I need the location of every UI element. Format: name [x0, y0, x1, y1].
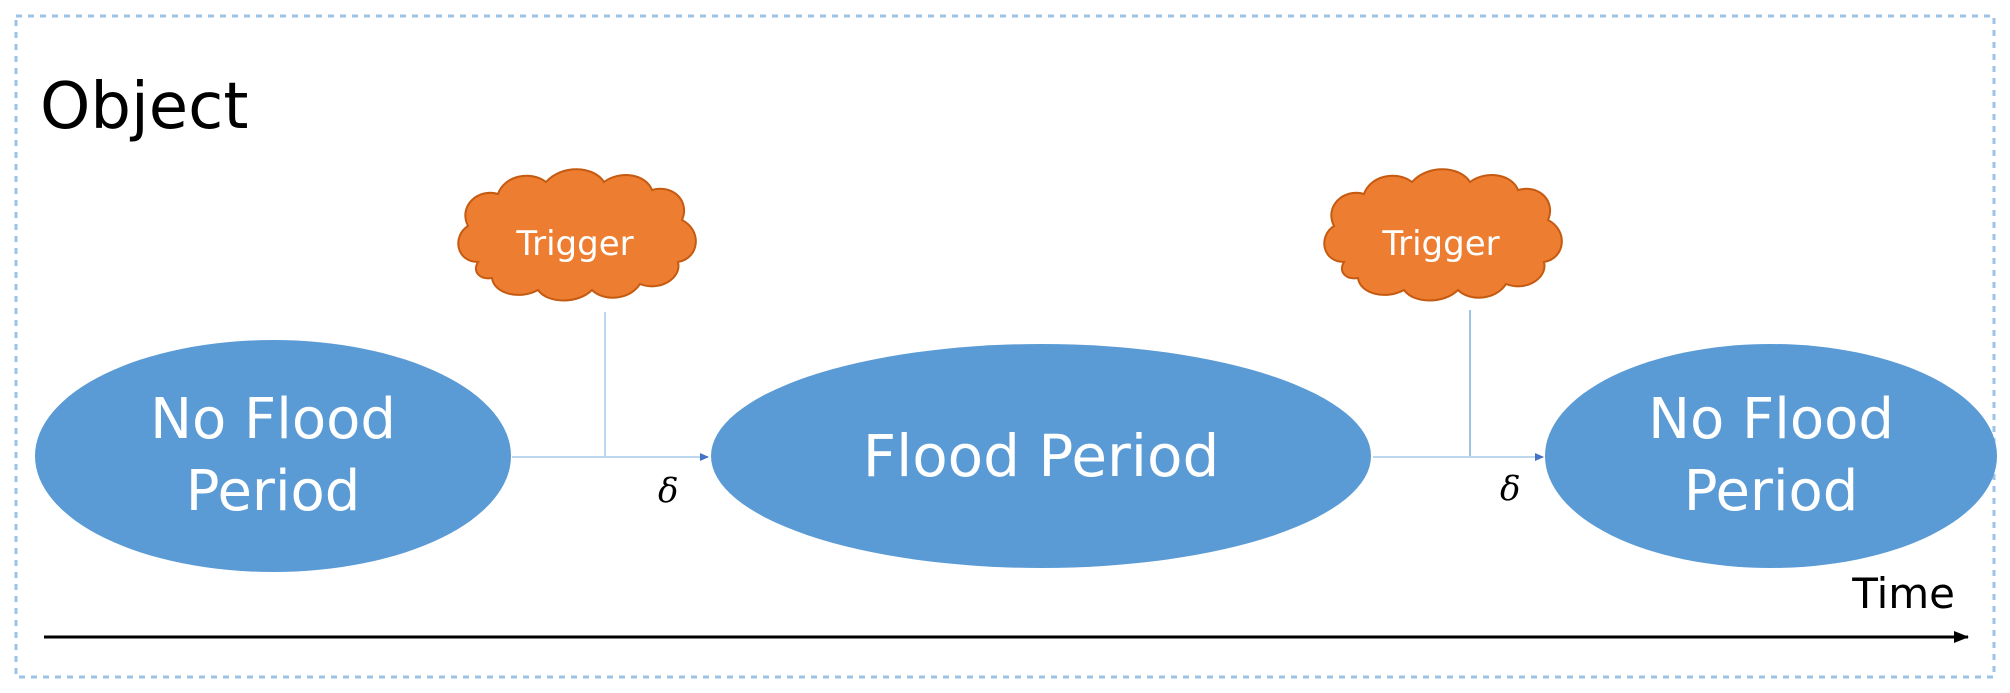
- trigger-1-label: Trigger: [515, 224, 633, 264]
- state-2-label: Flood Period: [863, 422, 1220, 490]
- transition-2-delta: δ: [1500, 469, 1520, 509]
- state-3-line1: No Flood: [1648, 387, 1894, 452]
- trigger-1-cloud: Trigger: [457, 168, 697, 302]
- trigger-2-label: Trigger: [1381, 224, 1499, 264]
- state-3-line2: Period: [1684, 459, 1859, 524]
- state-1-line2: Period: [186, 459, 361, 524]
- state-no-flood-period-2: No Flood Period: [1545, 344, 1997, 568]
- object-frame: [14, 14, 1996, 679]
- state-1-line1: No Flood: [150, 387, 396, 452]
- transition-1-delta: δ: [658, 471, 678, 511]
- time-label: Time: [1851, 569, 1955, 618]
- object-label: Object: [40, 70, 248, 144]
- state-no-flood-period-1: No Flood Period: [35, 340, 511, 572]
- trigger-2-cloud: Trigger: [1323, 168, 1563, 302]
- state-flood-period: Flood Period: [711, 344, 1371, 568]
